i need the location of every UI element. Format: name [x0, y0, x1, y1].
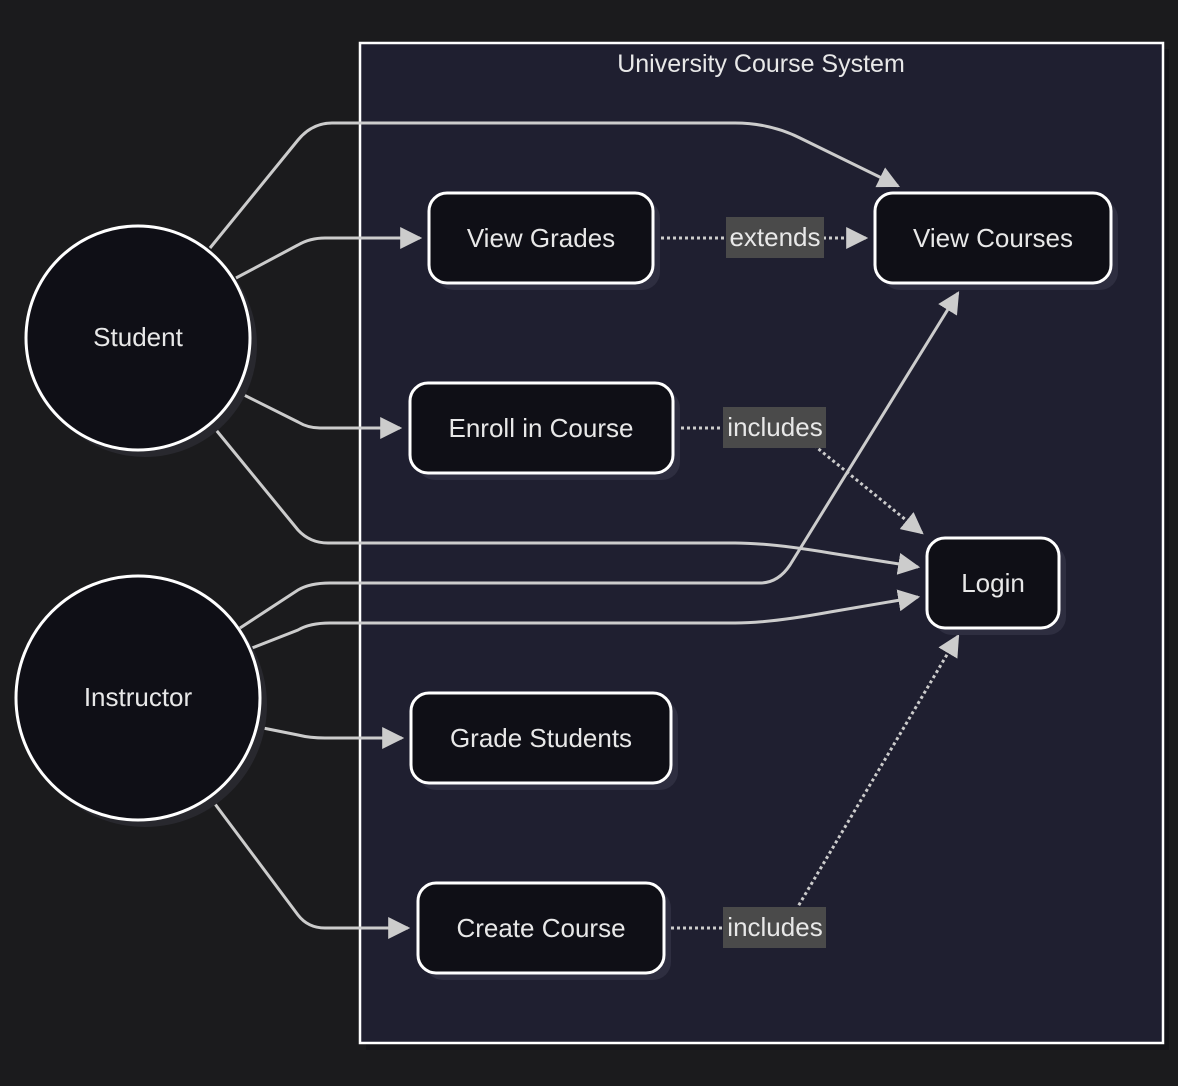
- grade-students-label: Grade Students: [450, 723, 632, 753]
- edge-instructor-create-course: [210, 799, 411, 939]
- edge-label-includes-create: includes: [723, 907, 826, 948]
- actor-student[interactable]: Student: [24, 224, 257, 457]
- view-grades-label: View Grades: [467, 223, 615, 253]
- use-case-grade-students[interactable]: Grade Students: [409, 691, 678, 790]
- edge-label-extends: extends: [726, 217, 824, 258]
- login-label: Login: [961, 568, 1025, 598]
- edge-student-login: [210, 424, 921, 575]
- edge-instructor-view-courses: [239, 291, 960, 630]
- edge-student-view-grades: [235, 227, 423, 280]
- edge-instructor-grade-students: [257, 725, 405, 749]
- actor-instructor-label: Instructor: [84, 682, 193, 712]
- system-title: University Course System: [617, 50, 905, 78]
- includes-label-create: includes: [727, 912, 822, 942]
- edge-instructor-login: [251, 589, 921, 650]
- edge-label-includes-enroll: includes: [723, 407, 826, 448]
- view-courses-label: View Courses: [913, 223, 1073, 253]
- includes-label-enroll: includes: [727, 412, 822, 442]
- create-course-label: Create Course: [456, 913, 625, 943]
- use-case-enroll-in-course[interactable]: Enroll in Course: [408, 381, 680, 480]
- actor-instructor[interactable]: Instructor: [14, 574, 267, 827]
- use-case-create-course[interactable]: Create Course: [416, 881, 671, 980]
- actor-student-label: Student: [93, 322, 183, 352]
- edge-student-view-courses: [208, 121, 900, 249]
- use-case-login[interactable]: Login: [925, 536, 1066, 635]
- enroll-in-course-label: Enroll in Course: [449, 413, 634, 443]
- use-case-view-courses[interactable]: View Courses: [873, 191, 1118, 290]
- extends-label: extends: [729, 222, 820, 252]
- use-case-view-grades[interactable]: View Grades: [427, 191, 660, 290]
- association-edges: [208, 121, 960, 939]
- edge-student-enroll: [237, 390, 403, 439]
